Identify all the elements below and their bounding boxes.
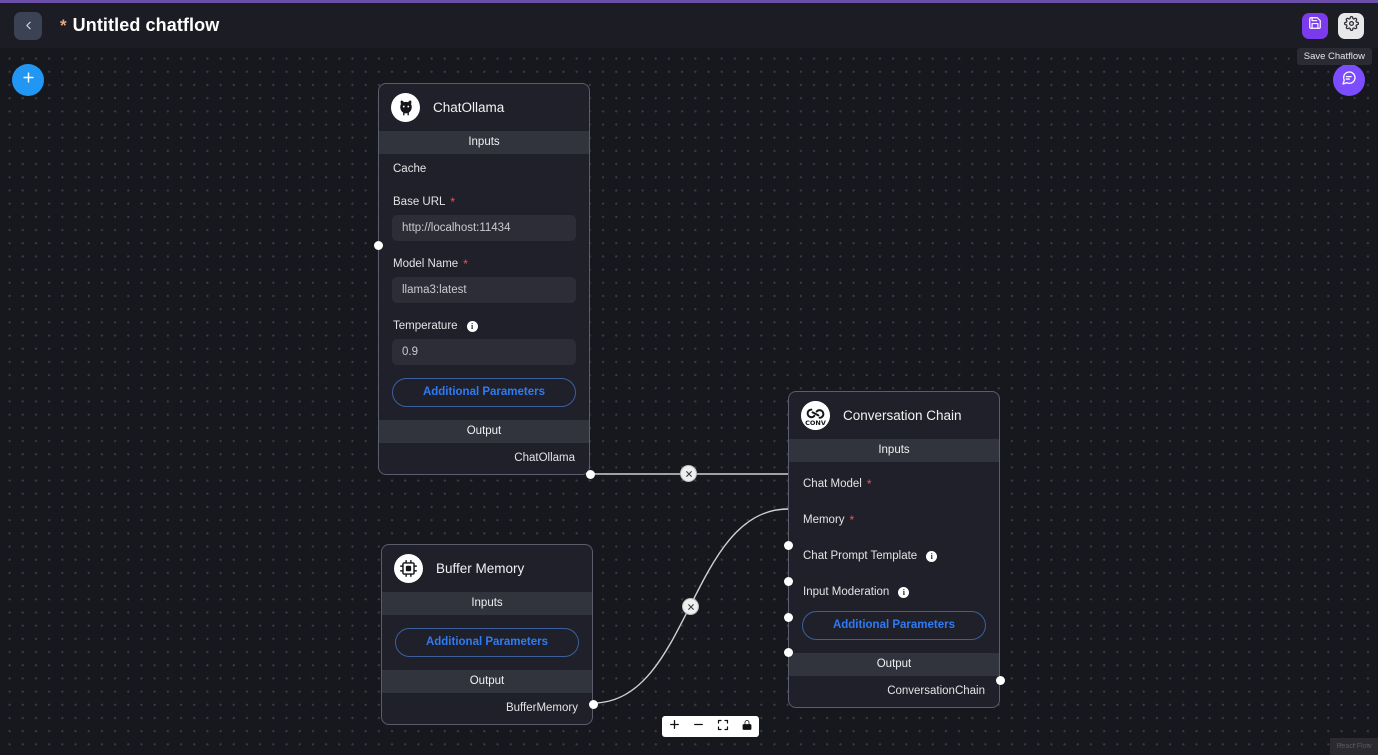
- node-title: Buffer Memory: [436, 561, 525, 576]
- node-body: Cache Base URL * http://localhost:11434 …: [374, 154, 589, 407]
- settings-button[interactable]: [1338, 12, 1364, 39]
- port-label-memory: Memory *: [803, 513, 855, 527]
- svg-text:CONV: CONV: [805, 419, 827, 427]
- additional-parameters-button-chatollama[interactable]: Additional Parameters: [392, 378, 576, 407]
- page-title: * Untitled chatflow: [60, 15, 219, 36]
- lock-canvas-button[interactable]: [739, 719, 754, 734]
- required-asterisk: *: [463, 257, 468, 271]
- gear-icon: [1343, 15, 1359, 36]
- output-port-label: ConversationChain: [887, 685, 985, 697]
- handle-cache[interactable]: [374, 241, 383, 250]
- field-model-name[interactable]: llama3:latest: [392, 277, 576, 303]
- field-temperature[interactable]: 0.9: [392, 339, 576, 365]
- output-port-label: ChatOllama: [514, 452, 575, 464]
- node-header: CONV Conversation Chain: [789, 392, 999, 439]
- handle-memory[interactable]: [784, 577, 793, 586]
- info-icon[interactable]: i: [466, 320, 478, 332]
- node-body: Additional Parameters: [382, 628, 592, 657]
- flow-canvas[interactable]: ChatOllama Inputs Cache Base URL * http:…: [0, 48, 1378, 755]
- unsaved-marker: *: [60, 16, 67, 35]
- top-accent-bar: [0, 0, 1378, 3]
- node-title: Conversation Chain: [843, 408, 962, 423]
- node-chatollama[interactable]: ChatOllama Inputs Cache Base URL * http:…: [374, 83, 595, 479]
- add-node-button[interactable]: [12, 64, 44, 96]
- handle-input-moderation[interactable]: [784, 648, 793, 657]
- node-header: ChatOllama: [379, 84, 589, 131]
- field-base-url[interactable]: http://localhost:11434: [392, 215, 576, 241]
- close-icon: [687, 598, 695, 616]
- node-header: Buffer Memory: [382, 545, 592, 592]
- close-icon: [685, 465, 693, 483]
- app-header: * Untitled chatflow: [0, 3, 1378, 48]
- output-row-chatollama: ChatOllama: [379, 443, 589, 474]
- required-asterisk: *: [849, 513, 855, 527]
- plus-icon: [21, 70, 36, 90]
- field-label-temperature: Temperature i: [379, 320, 589, 332]
- node-title: ChatOllama: [433, 100, 505, 115]
- field-label-base-url: Base URL *: [393, 195, 456, 209]
- chevron-left-icon: [22, 19, 35, 32]
- additional-parameters-button-buffermemory[interactable]: Additional Parameters: [395, 628, 579, 657]
- react-flow-attribution[interactable]: React Flow: [1330, 738, 1378, 755]
- output-band: Output: [379, 420, 589, 443]
- floppy-disk-icon: [1308, 16, 1322, 35]
- edge-delete-button-chatmodel[interactable]: [681, 466, 696, 481]
- node-body: Chat Model * Memory * Chat Prompt Templa…: [784, 462, 999, 657]
- zoom-out-button[interactable]: [691, 719, 706, 734]
- output-port-label: BufferMemory: [505, 702, 578, 714]
- output-band: Output: [382, 670, 592, 693]
- port-label-input-moderation: Input Moderation i: [789, 586, 999, 598]
- zoom-controls: [662, 716, 759, 737]
- save-chatflow-tooltip: Save Chatflow: [1296, 48, 1372, 65]
- port-label-cache: Cache: [393, 163, 427, 175]
- node-buffer-memory[interactable]: Buffer Memory Inputs Additional Paramete…: [381, 544, 598, 725]
- port-label-chat-prompt-template: Chat Prompt Template i: [789, 550, 999, 562]
- node-conversation-chain[interactable]: CONV Conversation Chain Inputs Chat Mode…: [784, 391, 1005, 708]
- additional-parameters-button-conversationchain[interactable]: Additional Parameters: [802, 611, 986, 640]
- fit-view-button[interactable]: [715, 719, 730, 734]
- required-asterisk: *: [866, 477, 872, 491]
- field-label-model-name: Model Name *: [393, 257, 468, 271]
- plus-icon: [668, 718, 681, 736]
- inputs-band: Inputs: [379, 131, 589, 154]
- required-asterisk: *: [450, 195, 456, 209]
- output-band: Output: [789, 653, 999, 676]
- handle-buffermemory-output[interactable]: [589, 700, 598, 709]
- handle-conversationchain-output[interactable]: [996, 676, 1005, 685]
- minus-icon: [692, 718, 705, 736]
- edge-layer: [589, 473, 789, 704]
- port-label-chat-model: Chat Model *: [803, 477, 872, 491]
- info-icon[interactable]: i: [926, 550, 938, 562]
- conversation-chain-icon: CONV: [801, 401, 830, 430]
- handle-chatollama-output[interactable]: [586, 470, 595, 479]
- inputs-band: Inputs: [382, 592, 592, 615]
- handle-chat-prompt-template[interactable]: [784, 613, 793, 622]
- llama-icon: [391, 93, 420, 122]
- chatflow-title: Untitled chatflow: [72, 15, 220, 35]
- handle-chat-model[interactable]: [784, 541, 793, 550]
- edge-delete-button-memory[interactable]: [683, 599, 698, 614]
- output-row-buffermemory: BufferMemory: [382, 693, 592, 724]
- inputs-band: Inputs: [789, 439, 999, 462]
- info-icon[interactable]: i: [898, 586, 910, 598]
- memory-chip-icon: [394, 554, 423, 583]
- zoom-in-button[interactable]: [667, 719, 682, 734]
- lock-icon: [741, 718, 753, 736]
- save-chatflow-button[interactable]: [1302, 12, 1328, 39]
- back-button[interactable]: [14, 11, 42, 40]
- fit-view-icon: [717, 718, 729, 736]
- chat-bubble-icon: [1341, 70, 1357, 91]
- output-row-conversationchain: ConversationChain: [789, 676, 999, 707]
- open-chat-button[interactable]: [1333, 64, 1365, 96]
